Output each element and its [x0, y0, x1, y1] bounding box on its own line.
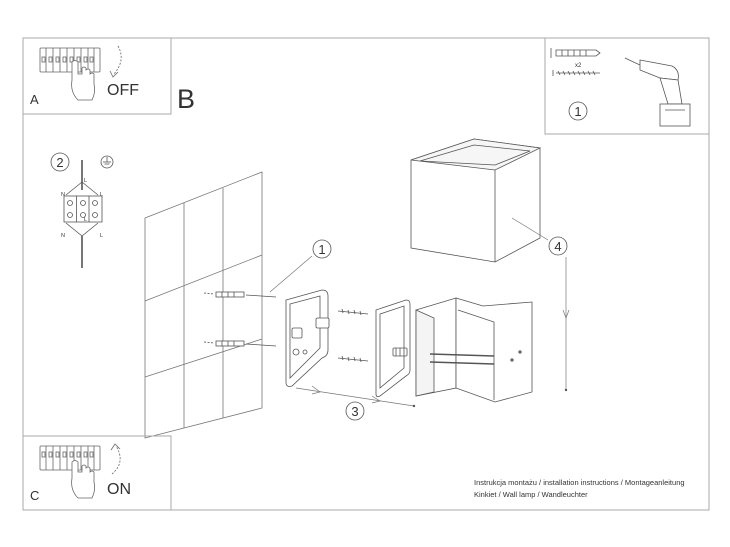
step-4-circle	[548, 236, 568, 256]
screw-icon	[552, 70, 600, 76]
tools-panel: x2 1	[544, 37, 710, 135]
step-4-leader	[511, 217, 549, 241]
terminal-label: L	[100, 233, 103, 239]
panel-a-letter: A	[30, 92, 39, 107]
switch-up-arrow-icon	[111, 445, 121, 475]
step-1-mount-number: 1	[318, 242, 325, 257]
terminal-block	[63, 160, 103, 268]
dowels-and-screws	[203, 291, 277, 347]
step-4-arrow	[562, 257, 570, 390]
step-4-number: 4	[554, 239, 561, 254]
step-3-circle	[345, 401, 365, 421]
terminal-label: N	[61, 192, 65, 198]
breaker-panel-icon	[39, 445, 101, 471]
hand-icon	[71, 460, 96, 499]
panel-a-off-label: OFF	[107, 82, 139, 99]
lamp-body-open	[415, 297, 533, 403]
terminal-label: N	[61, 233, 65, 239]
step-1-tools-circle	[568, 101, 588, 121]
drill-icon	[624, 57, 691, 127]
step-2-number: 2	[56, 155, 63, 170]
terminal-label: L	[84, 217, 87, 223]
breaker-panel-icon	[39, 47, 101, 73]
step-3-arrows	[295, 385, 415, 407]
panel-c-letter: C	[30, 488, 39, 503]
fixing-screws	[337, 308, 369, 363]
terminal-label: L	[100, 192, 103, 198]
outer-frame	[22, 37, 710, 511]
terminal-label: L	[84, 178, 87, 184]
quantity-label: x2	[575, 63, 582, 69]
footer-product-name: Kinkiet / Wall lamp / Wandleuchter	[474, 490, 588, 499]
step-1-mount-circle	[312, 239, 332, 259]
panel-a-off: A OFF	[22, 37, 172, 115]
mounting-plate	[285, 289, 330, 387]
footer-instructions-title: Instrukcja montażu / installation instru…	[474, 478, 685, 487]
arrow-dot	[564, 388, 568, 392]
lamp-cube	[410, 138, 542, 263]
switch-down-arrow-icon	[113, 45, 122, 75]
wiring-diagram: 2 N L L N L L	[50, 152, 114, 268]
lamp-bracket	[375, 299, 411, 398]
panel-c-on-label: ON	[107, 481, 131, 498]
panel-c-on: C ON	[22, 435, 172, 511]
arrow-dot	[412, 404, 416, 408]
step-2-circle	[50, 152, 70, 172]
wall-tiles	[144, 171, 263, 439]
hand-icon	[71, 60, 96, 101]
step-1-leader	[269, 255, 313, 293]
panel-b-letter: B	[177, 84, 195, 114]
step-1-tools-number: 1	[574, 104, 581, 119]
step-3-number: 3	[351, 404, 358, 419]
wall-plug-icon	[550, 48, 601, 58]
ground-icon	[100, 155, 114, 169]
